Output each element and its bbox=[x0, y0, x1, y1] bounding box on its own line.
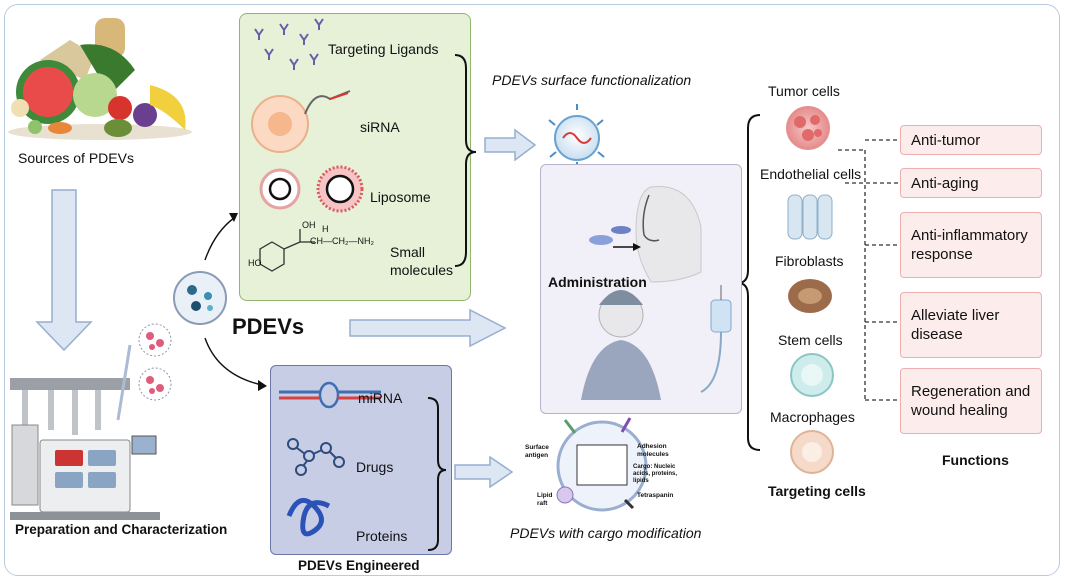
pdevs-vesicle-icon bbox=[173, 271, 227, 325]
pdevs-label: PDEVs bbox=[232, 314, 305, 339]
administration-label: Administration bbox=[548, 274, 647, 290]
functionalized-vesicle-icon bbox=[548, 104, 605, 168]
surface-panel-graphics bbox=[251, 18, 364, 272]
surface-item-liposome: Liposome bbox=[370, 189, 431, 205]
surface-caption: PDEVs surface functionalization bbox=[492, 72, 692, 88]
curved-arrow-up bbox=[204, 217, 235, 261]
function-regeneration: Regeneration and wound healing bbox=[900, 368, 1042, 434]
engineered-caption: PDEVs Engineered bbox=[298, 558, 420, 573]
label-adhesion: Adhesion molecules bbox=[637, 443, 669, 458]
ligand-icons bbox=[254, 18, 324, 70]
iv-administration-illustration bbox=[581, 285, 732, 400]
preparation-machine-illustration bbox=[10, 344, 160, 520]
label-tetraspanin: Tetraspanin bbox=[637, 492, 674, 499]
function-anti-inflammatory: Anti-inflammatory response bbox=[900, 212, 1042, 278]
magnified-vesicle-clusters bbox=[138, 323, 172, 401]
cell-label-fibroblasts: Fibroblasts bbox=[775, 253, 844, 269]
engineered-item-mirna: miRNA bbox=[358, 390, 403, 406]
engineered-item-drugs: Drugs bbox=[356, 459, 394, 475]
cell-label-stem: Stem cells bbox=[778, 332, 843, 348]
right-arrow-cargo bbox=[454, 455, 514, 489]
chem-h: H bbox=[322, 224, 329, 234]
label-cargo: Cargo: Nucleic acids, proteins, lipids bbox=[633, 464, 678, 484]
fruits-vegetables-illustration bbox=[8, 18, 192, 140]
liposome-icons bbox=[259, 165, 364, 213]
administration-panel: Administration bbox=[540, 164, 742, 414]
cargo-caption: PDEVs with cargo modification bbox=[510, 525, 702, 541]
drug-molecule-icon bbox=[287, 438, 345, 476]
stem-cell-icon bbox=[790, 353, 834, 397]
surface-panel: Targeting Ligands siRNA Liposome Small m… bbox=[239, 13, 471, 301]
cell-label-endothelial: Endothelial cells bbox=[760, 166, 862, 182]
oral-administration-illustration bbox=[589, 186, 702, 283]
function-connectors bbox=[838, 139, 900, 401]
function-anti-aging: Anti-aging bbox=[900, 168, 1042, 198]
label-surface-antigen: Surface antigen bbox=[525, 444, 549, 459]
small-molecule-structure bbox=[259, 229, 315, 272]
prep-label: Preparation and Characterization bbox=[15, 522, 228, 537]
surface-item-molecules: molecules bbox=[390, 262, 454, 278]
surface-item-sirna: siRNA bbox=[360, 119, 400, 135]
macrophage-icon bbox=[790, 430, 834, 474]
curved-arrow-down bbox=[204, 337, 263, 386]
right-arrow-surface bbox=[484, 128, 537, 162]
function-anti-tumor: Anti-tumor bbox=[900, 125, 1042, 155]
engineered-item-proteins: Proteins bbox=[356, 528, 408, 544]
surface-item-small: Small bbox=[390, 244, 426, 260]
tumor-cell-icon bbox=[786, 106, 830, 150]
right-arrow-main bbox=[349, 308, 507, 348]
fibroblast-icon bbox=[788, 279, 832, 313]
chem-ho: HO bbox=[248, 258, 262, 268]
label-lipid-raft: Lipid raft bbox=[537, 492, 553, 507]
mirna-icon bbox=[279, 381, 381, 409]
targeting-title: Targeting cells bbox=[768, 483, 866, 499]
engineered-panel: miRNA Drugs Proteins bbox=[270, 365, 452, 555]
functions-title: Functions bbox=[942, 452, 1009, 468]
sirna-cell-icon bbox=[251, 90, 351, 153]
cell-label-macrophages: Macrophages bbox=[770, 409, 855, 425]
down-arrow bbox=[35, 189, 93, 352]
surface-item-ligands: Targeting Ligands bbox=[328, 41, 439, 57]
protein-icon bbox=[286, 497, 331, 537]
chem-oh: OH bbox=[302, 220, 316, 230]
function-liver: Alleviate liver disease bbox=[900, 292, 1042, 358]
engineered-panel-graphics bbox=[279, 381, 381, 537]
chem-ch: CH—CH₂—NH₂ bbox=[310, 236, 374, 246]
endothelial-cell-icon bbox=[787, 194, 833, 240]
administration-graphics bbox=[581, 186, 732, 400]
sources-label: Sources of PDEVs bbox=[18, 150, 134, 166]
cell-label-tumor: Tumor cells bbox=[768, 83, 840, 99]
